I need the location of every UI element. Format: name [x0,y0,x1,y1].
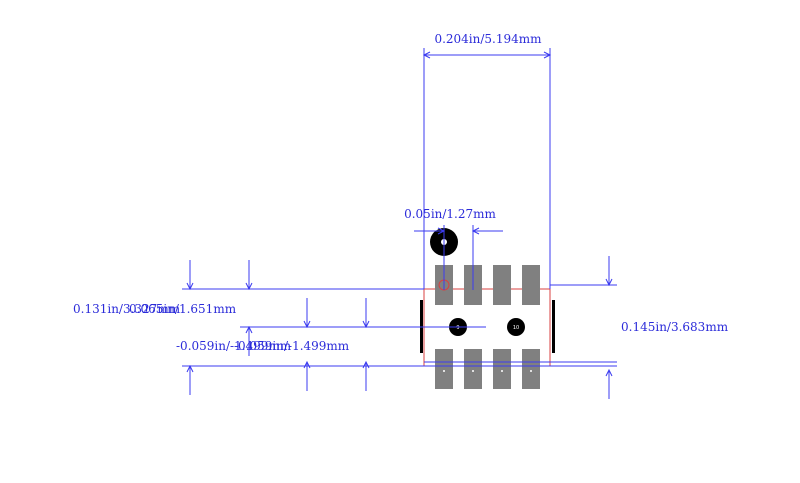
pad-center-dot [501,370,503,372]
dim-width-arrow-right [543,51,552,59]
dim-offset-alt-label: -0.059in/-1.499mm [234,339,350,353]
dim-row-top-arrow-1b [186,364,194,373]
dim-span-arrow-top [605,278,613,287]
dim-row-top-label: 0.131in/3.327mm [73,302,181,316]
pad-bottom-2 [464,349,482,389]
dim-pitch-label: 0.05in/1.27mm [404,207,496,221]
pad-top-3 [493,265,511,305]
via-pad-right-label: 10 [513,325,519,331]
dim-row-top-alt-label: 0.065in/1.651mm [129,302,237,316]
pad-bottom-3 [493,349,511,389]
pad-top-4 [522,265,540,305]
pad-center-dot [530,370,532,372]
via-pad-right [507,318,525,336]
silkscreen-right-bar [552,300,555,353]
dim-width-arrow-left [422,51,431,59]
dim-pitch-arrow-right [471,227,480,235]
dim-span-label: 0.145in/3.683mm [621,320,729,334]
pad-bottom-1 [435,349,453,389]
dim-offset-label: -0.059in/-1.499mm [176,339,292,353]
dim-row-top-arrow-2 [245,282,253,291]
dim-row-top-arrow-2b [245,325,253,334]
dim-row-top-arrow-1 [186,282,194,291]
pad-center-dot [472,370,474,372]
dim-offset-arrow-1 [303,320,311,329]
dim-span-arrow-bottom [605,368,613,377]
dim-offset-arrow-1b [303,360,311,369]
dim-offset-arrow-2 [362,320,370,329]
dim-offset-arrow-2b [362,360,370,369]
pad-bottom-4 [522,349,540,389]
via-pad-left-label: 9 [456,325,459,331]
pad-center-dot [443,370,445,372]
dim-pitch-arrow-left [437,227,446,235]
dim-width-label: 0.204in/5.194mm [434,32,542,46]
